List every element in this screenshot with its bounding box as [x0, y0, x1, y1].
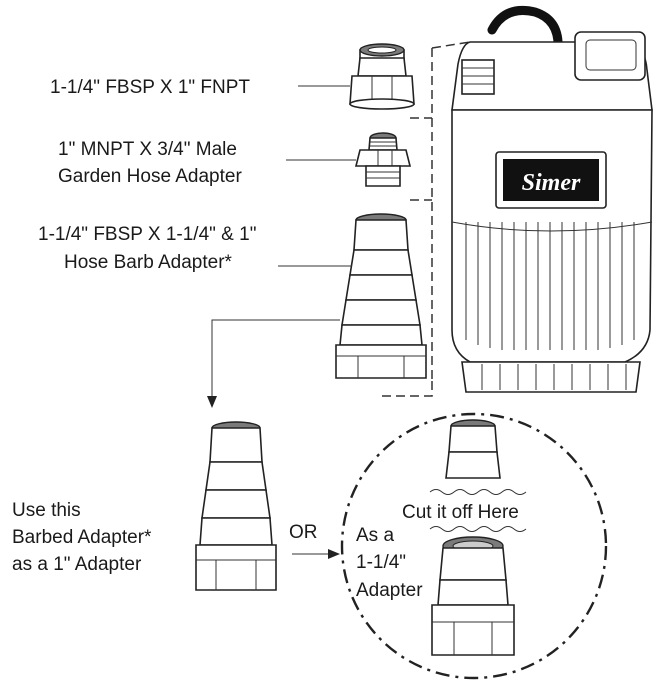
- label-or: OR: [289, 522, 318, 543]
- label-asa-line3: Adapter: [356, 580, 423, 601]
- label-fbsp-fnpt: 1-1/4" FBSP X 1" FNPT: [50, 77, 250, 98]
- adapter-barb-1-inch: [195, 421, 277, 591]
- adapter-hose-barb-top: [335, 213, 427, 379]
- arrow-down-icon: [207, 396, 217, 408]
- label-barb-line2: Hose Barb Adapter*: [64, 252, 233, 273]
- cut-line-bottom: [429, 526, 527, 532]
- logo-plate: [503, 159, 599, 201]
- label-barb-line1: 1-1/4" FBSP X 1-1/4" & 1": [38, 224, 256, 245]
- adapter-fbsp-fnpt: [349, 43, 415, 110]
- label-asa-line1: As a: [356, 525, 394, 546]
- adapter-cut-off-piece: [445, 419, 501, 479]
- brand-logo: Simer: [522, 170, 581, 196]
- adapter-1-1-4-inch: [431, 536, 515, 656]
- label-use-line3: as a 1" Adapter: [12, 554, 142, 575]
- assembly-dashed-guide: [382, 117, 433, 397]
- label-use-line1: Use this: [12, 500, 81, 521]
- label-mnpt-line2: Garden Hose Adapter: [58, 166, 242, 187]
- label-use-line2: Barbed Adapter*: [12, 527, 152, 548]
- adapter-mnpt-garden-hose: [354, 132, 412, 187]
- label-asa-line2: 1-1/4": [356, 552, 406, 573]
- arrow-down-connector: [211, 319, 340, 398]
- label-cut-here: Cut it off Here: [402, 502, 519, 523]
- cut-option-circle: [340, 412, 608, 680]
- pump-illustration: Simer: [431, 6, 653, 393]
- arrow-right-icon: [328, 549, 340, 559]
- cut-line-top: [429, 489, 527, 495]
- label-mnpt-line1: 1" MNPT X 3/4" Male: [58, 139, 237, 160]
